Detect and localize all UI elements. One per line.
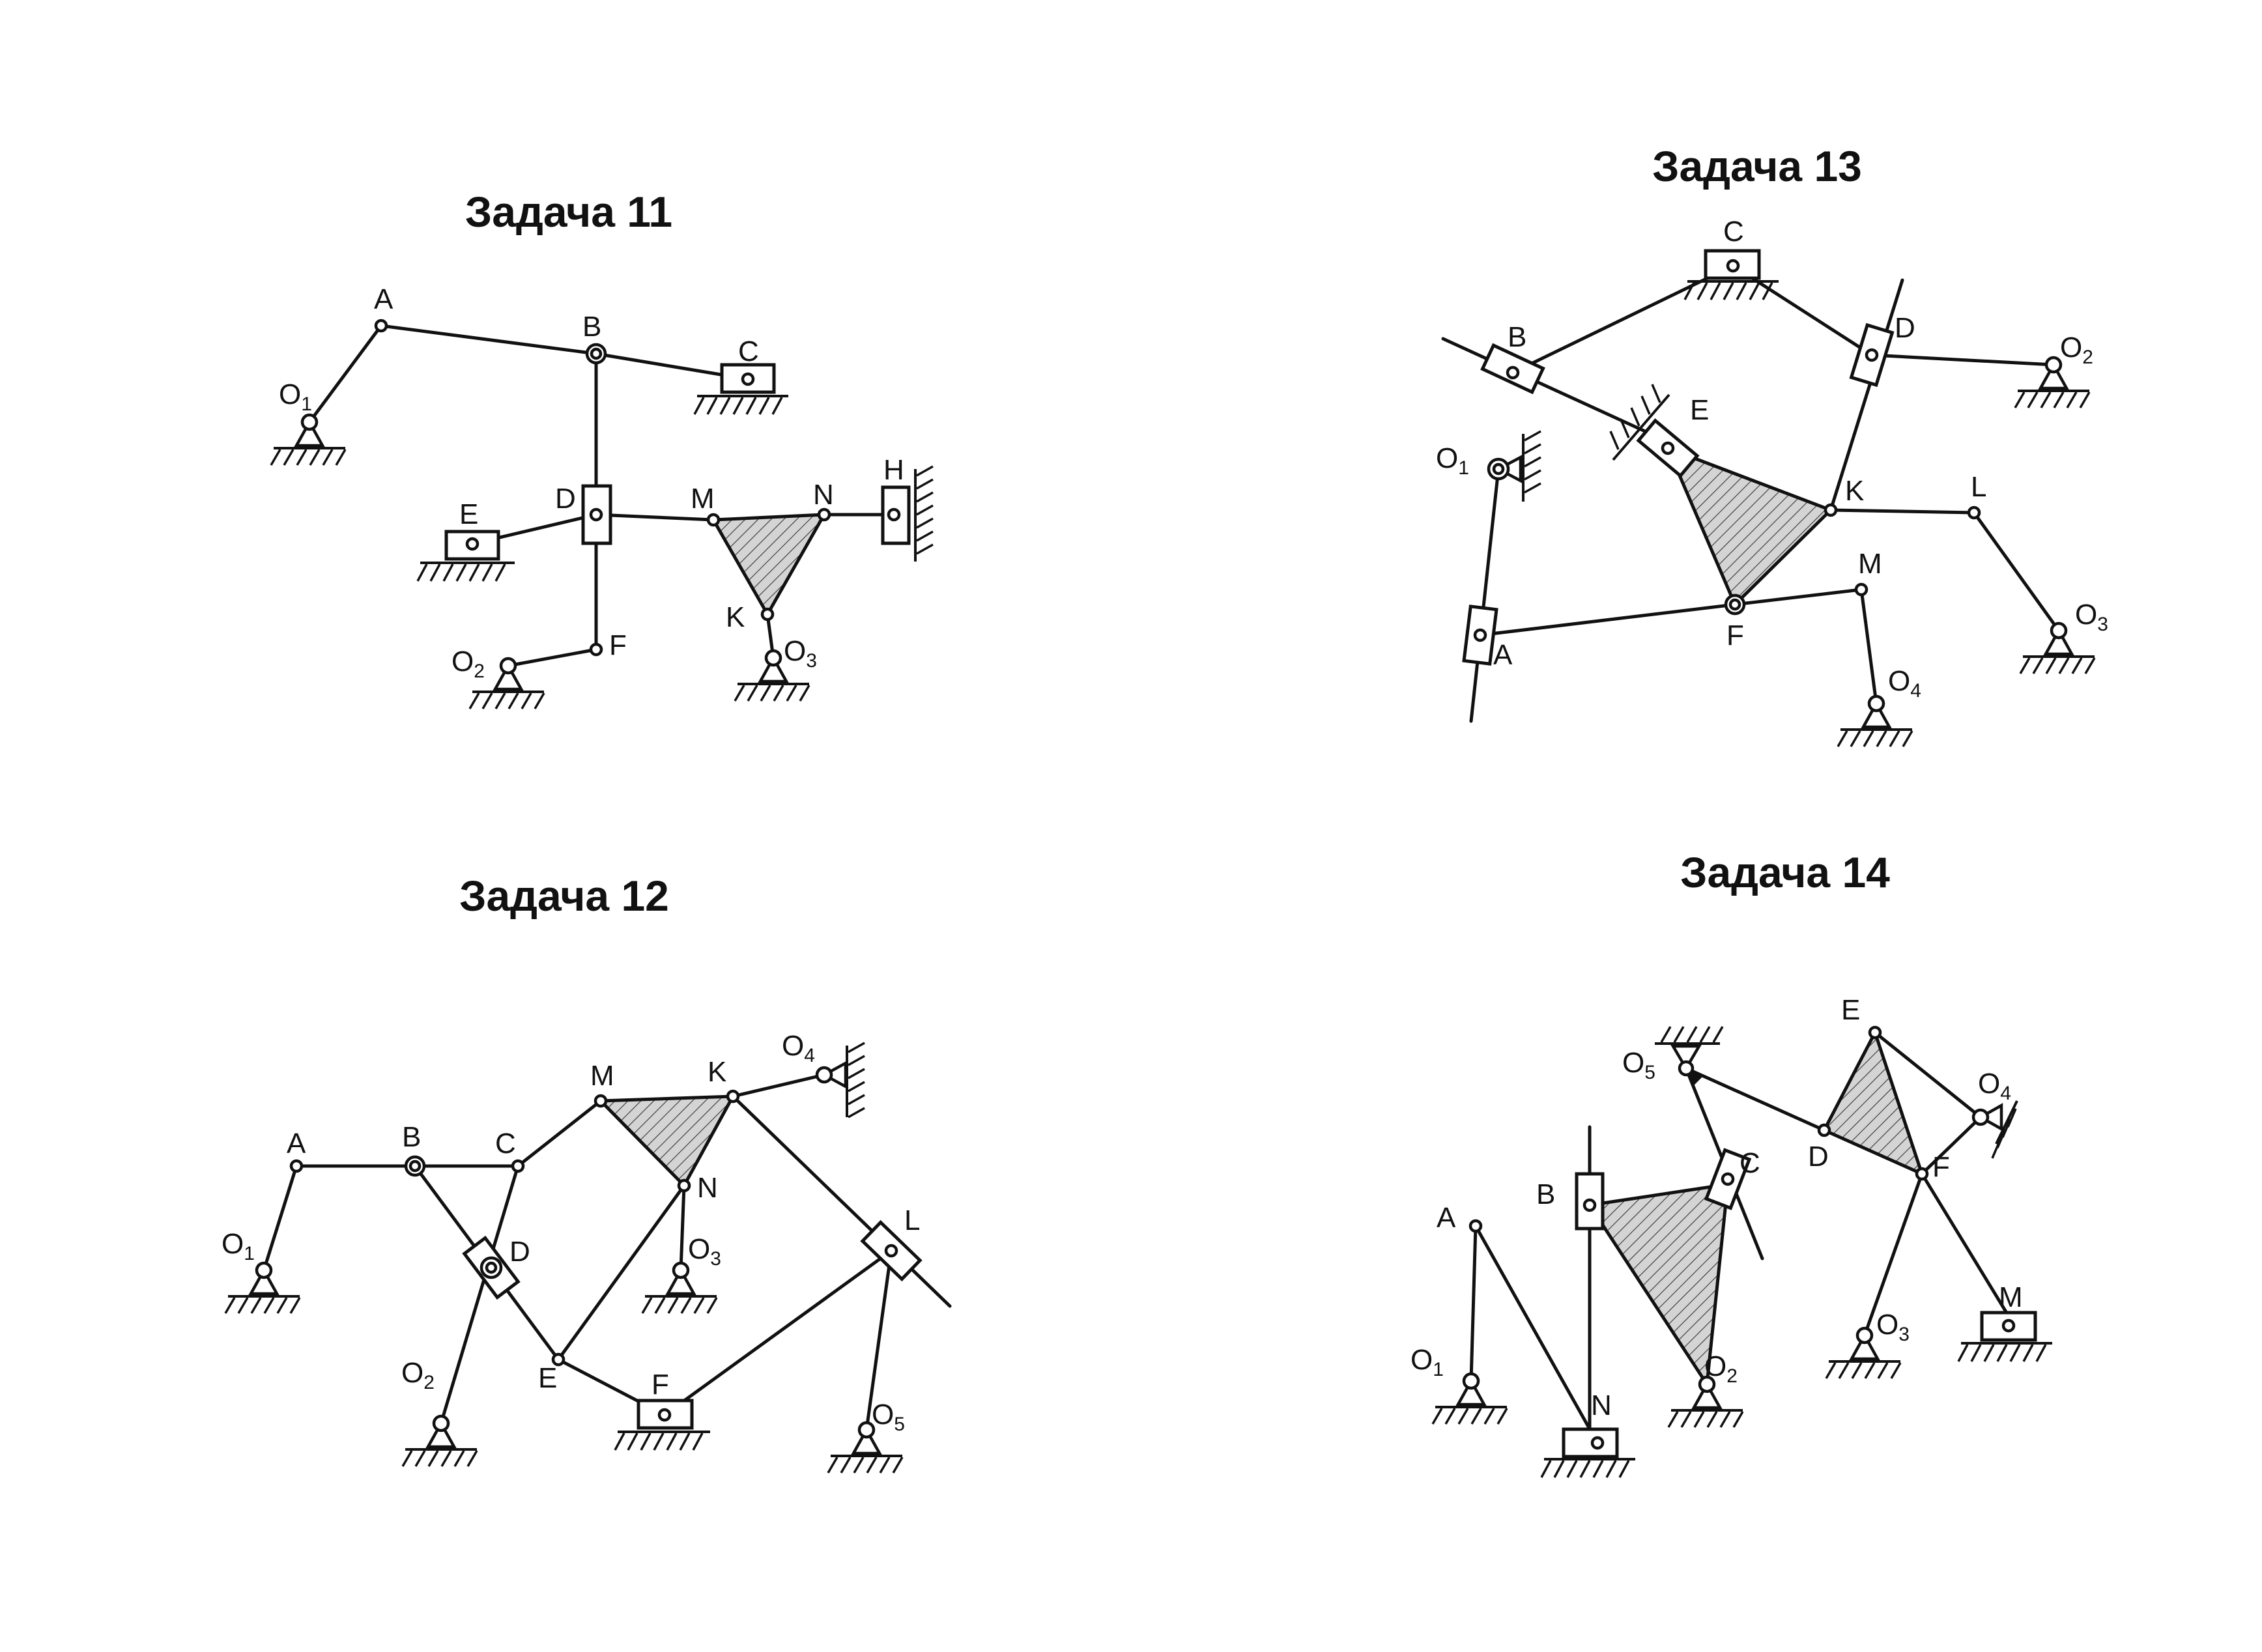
label-k: K [1845,475,1864,507]
label-n: N [1591,1389,1612,1421]
label-d: D [1895,312,1915,344]
task-11-labels: O1 A B C D E F M N H K O2 O3 [279,283,904,682]
task-14: Задача 14 [1410,848,2052,1478]
label-a: A [1493,639,1513,671]
label-m: M [1999,1281,2023,1313]
task-12-links [262,1073,952,1432]
task-12-sliders-and-grounds [224,1042,923,1474]
label-o1: O1 [1436,442,1469,479]
task-13-links [1441,264,2061,723]
label-e: E [538,1362,557,1394]
label-o4: O4 [782,1030,815,1066]
task-12: Задача 12 [222,872,952,1474]
label-d: D [1808,1141,1829,1173]
label-e: E [459,498,478,530]
label-o5: O5 [1622,1047,1655,1083]
task-14-rigid-triangle-edf [1822,1028,1925,1177]
task-14-sliders-and-grounds [1431,1026,2052,1478]
task-14-slider-m [1980,1311,2037,1342]
label-o5: O5 [872,1399,905,1435]
task-14-links [1469,1028,2016,1445]
task-13-joints [1473,259,2068,713]
label-o2: O2 [2060,332,2093,368]
task-11-sliders-and-grounds [270,363,934,709]
label-m: M [1858,548,1882,580]
task-11-title: Задача 11 [465,188,672,236]
label-e: E [1690,394,1709,426]
label-c: C [1739,1147,1760,1179]
label-m: M [691,483,715,515]
task-11-rigid-triangle-mnk [710,513,827,618]
label-c: C [495,1128,516,1160]
label-l: L [904,1204,920,1236]
label-a: A [287,1128,306,1160]
label-b: B [582,311,601,343]
label-o4: O4 [1888,665,1921,702]
label-d: D [509,1236,530,1268]
label-a: A [1437,1202,1456,1234]
label-c: C [738,335,759,367]
label-f: F [1932,1151,1950,1183]
label-h: H [883,454,904,486]
task-13-labels: C B D O2 E O1 K L M A F O3 O4 [1436,216,2108,702]
task-13-sliders-and-grounds [1462,249,2096,747]
label-l: L [1971,471,1986,503]
label-f: F [651,1369,669,1401]
label-d: D [555,483,576,515]
label-o3: O3 [1876,1309,1910,1345]
task-14-labels: E O5 O4 D C F B A M O3 O1 O2 N [1410,994,2023,1421]
label-o3: O3 [784,635,817,672]
task-13-rigid-triangle-ekf [1665,445,1834,608]
task-11: Задача 11 [270,188,934,709]
label-o3: O3 [2075,599,2108,635]
task-12-joints [255,1066,898,1439]
task-11-links [308,324,896,668]
label-c: C [1723,216,1744,248]
task-12-rigid-triangle-mkn [597,1094,736,1189]
task-14-rigid-triangle-bco2 [1586,1182,1730,1389]
label-o2: O2 [451,646,485,682]
task-14-title: Задача 14 [1680,848,1890,896]
label-n: N [813,479,834,511]
label-o1: O1 [1410,1344,1444,1380]
label-k: K [708,1056,726,1088]
task-12-title: Задача 12 [459,872,669,920]
label-e: E [1841,994,1860,1026]
label-o2: O2 [401,1357,435,1393]
task-11-slider-e [444,530,500,561]
label-o4: O4 [1978,1068,2011,1104]
label-m: M [590,1060,614,1092]
label-o3: O3 [688,1233,721,1270]
label-n: N [697,1172,718,1204]
task-12-labels: O1 A B C D M K N O4 O3 L O2 E F O5 [222,1030,920,1435]
task-14-joints [1462,1025,2016,1450]
label-b: B [1536,1178,1555,1210]
label-b: B [402,1121,421,1153]
task-11-joints [300,319,901,675]
task-13: Задача 13 [1436,142,2108,747]
label-k: K [726,601,745,633]
label-f: F [1726,620,1744,651]
label-o2: O2 [1704,1350,1738,1387]
label-a: A [374,283,394,315]
task-13-title: Задача 13 [1652,142,1862,190]
label-o1: O1 [222,1228,255,1264]
label-o1: O1 [279,378,312,415]
label-b: B [1508,321,1526,353]
label-f: F [609,629,627,661]
task-14-slider-n [1562,1427,1619,1459]
